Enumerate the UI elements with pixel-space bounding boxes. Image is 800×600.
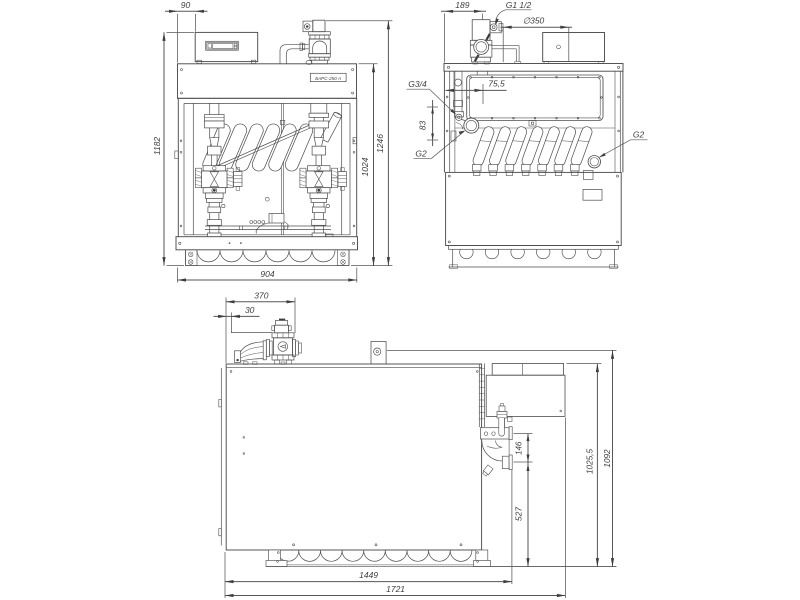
svg-text:1182: 1182	[152, 137, 162, 156]
svg-text:G1 1/2: G1 1/2	[506, 0, 532, 10]
svg-text:1025,5: 1025,5	[585, 449, 594, 474]
svg-text:БАРС-250 А: БАРС-250 А	[315, 76, 341, 81]
svg-text:83: 83	[418, 121, 428, 131]
svg-text:30: 30	[245, 305, 255, 315]
svg-text:G2: G2	[415, 149, 427, 159]
svg-text:G3/4: G3/4	[408, 79, 427, 89]
svg-text:1449: 1449	[359, 570, 378, 580]
svg-text:G2: G2	[633, 130, 645, 140]
svg-text:1246: 1246	[375, 134, 385, 153]
svg-text:370: 370	[254, 290, 268, 300]
svg-text:1092: 1092	[603, 449, 612, 468]
svg-text:75,5: 75,5	[488, 79, 505, 89]
svg-text:90: 90	[181, 0, 191, 10]
svg-text:904: 904	[260, 269, 274, 279]
svg-text:∅350: ∅350	[523, 15, 545, 25]
svg-text:189: 189	[455, 0, 469, 10]
svg-text:527: 527	[514, 507, 524, 521]
svg-text:146: 146	[515, 441, 524, 455]
svg-text:1721: 1721	[386, 584, 405, 594]
svg-text:1024: 1024	[360, 157, 370, 176]
